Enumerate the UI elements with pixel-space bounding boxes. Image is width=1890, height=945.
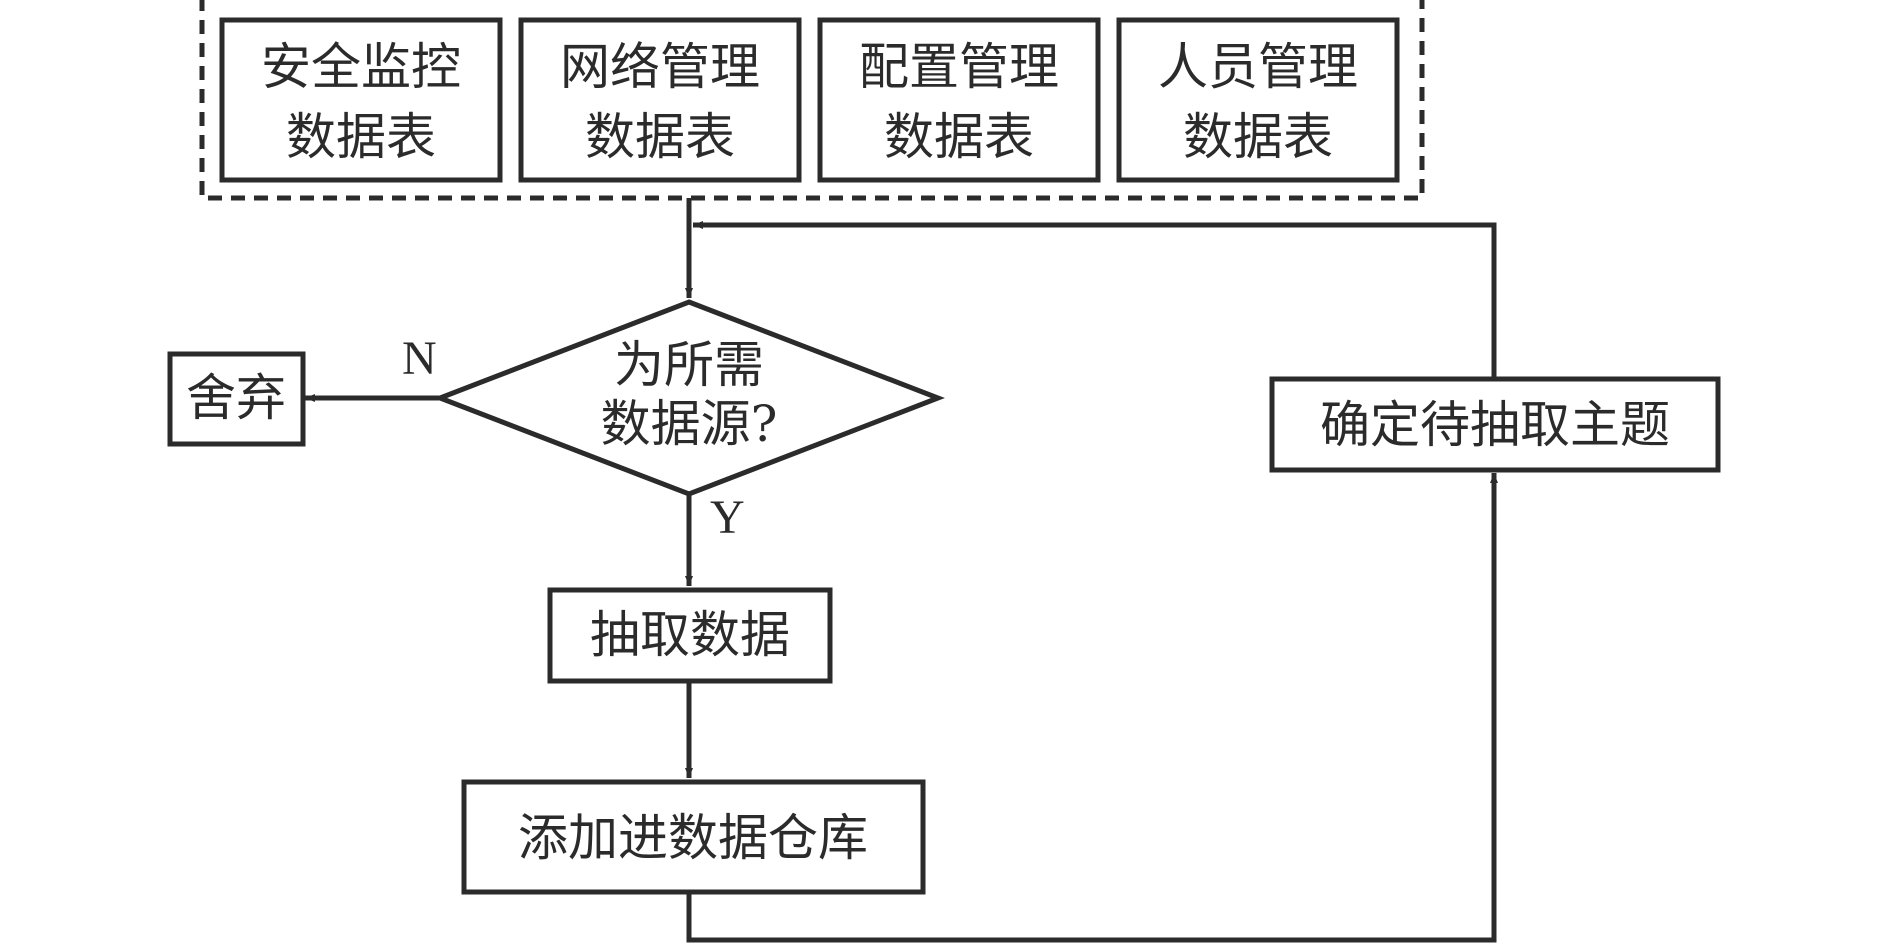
determine-topic-text: 确定待抽取主题	[1320, 396, 1670, 454]
decision-line1: 为所需	[614, 336, 764, 394]
determine-topic-box: 确定待抽取主题	[1269, 376, 1721, 473]
extract-data-box: 抽取数据	[547, 587, 833, 684]
source-tables-group	[199, 0, 1425, 201]
yes-label: Y	[710, 491, 745, 544]
discard-text: 舍弃	[186, 369, 286, 427]
no-label: N	[402, 332, 437, 385]
table-network-line1: 网络管理	[560, 38, 760, 96]
extract-data-text: 抽取数据	[590, 606, 790, 664]
table-config-line2: 数据表	[884, 108, 1034, 166]
table-personnel-line2: 数据表	[1183, 108, 1333, 166]
table-security-line1: 安全监控	[261, 38, 461, 96]
discard-box: 舍弃	[167, 351, 306, 447]
arrow-warehouse-to-topic	[686, 473, 1498, 943]
table-network-line2: 数据表	[585, 108, 735, 166]
table-security-line2: 数据表	[286, 108, 436, 166]
decision-line2: 数据源?	[601, 395, 778, 453]
arrow-topic-to-decision-input	[693, 221, 1497, 379]
table-security-monitoring: 安全监控 数据表	[219, 17, 503, 183]
table-network-management: 网络管理 数据表	[518, 17, 802, 183]
add-to-warehouse-text: 添加进数据仓库	[518, 809, 868, 867]
table-configuration-management: 配置管理 数据表	[817, 17, 1101, 183]
table-personnel-line1: 人员管理	[1158, 38, 1358, 96]
table-personnel-management: 人员管理 数据表	[1116, 17, 1400, 183]
decision-required-source: 为所需 数据源?	[433, 299, 945, 497]
add-to-warehouse-box: 添加进数据仓库	[461, 779, 926, 895]
table-config-line1: 配置管理	[859, 38, 1059, 96]
